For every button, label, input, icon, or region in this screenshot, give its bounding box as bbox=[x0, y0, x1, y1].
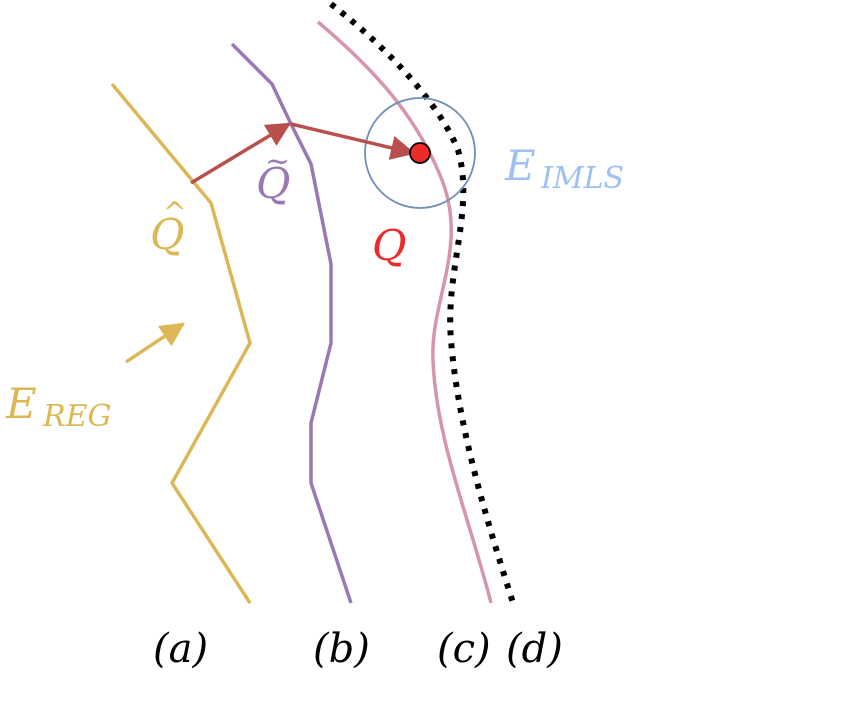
label-e-reg: E REG bbox=[5, 379, 111, 434]
svg-text:E: E bbox=[504, 141, 536, 190]
label-q-tilde: Q ~ bbox=[256, 144, 290, 208]
svg-text:Q: Q bbox=[256, 159, 290, 208]
scan-curve-b bbox=[230, 42, 353, 604]
surface-curve-c bbox=[316, 20, 493, 604]
caption-c: (c) bbox=[437, 626, 491, 672]
caption-b: (b) bbox=[313, 626, 370, 672]
svg-text:IMLS: IMLS bbox=[540, 161, 624, 196]
arrow-qtilde-to-q bbox=[290, 122, 416, 160]
scan-curve-a bbox=[110, 82, 252, 604]
label-q-hat: Q ^ bbox=[150, 196, 186, 259]
arrow-qhat-to-qtilde bbox=[190, 122, 292, 185]
implicit-surface-d bbox=[329, 1, 516, 604]
e-reg-arrow bbox=[125, 322, 186, 364]
svg-text:~: ~ bbox=[265, 144, 290, 179]
imls-neighborhood-circle bbox=[364, 97, 476, 209]
point-q bbox=[409, 142, 431, 164]
svg-text:E: E bbox=[5, 379, 37, 428]
svg-text:^: ^ bbox=[163, 196, 186, 229]
svg-text:Q: Q bbox=[150, 210, 184, 259]
label-e-imls: E IMLS bbox=[504, 141, 624, 196]
caption-d: (d) bbox=[506, 626, 563, 672]
caption-a: (a) bbox=[153, 626, 208, 672]
label-q: Q bbox=[372, 221, 406, 270]
svg-text:REG: REG bbox=[42, 399, 111, 434]
